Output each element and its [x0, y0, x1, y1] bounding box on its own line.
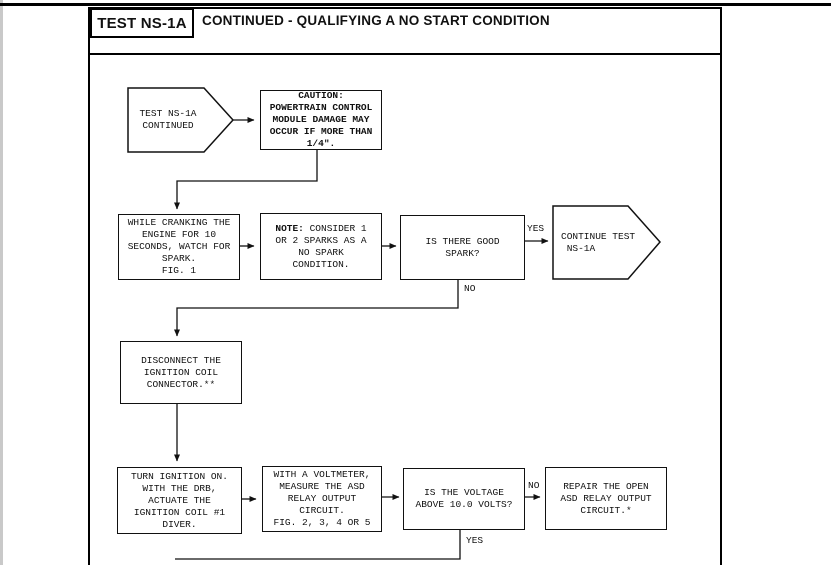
note-prefix: NOTE:: [275, 222, 304, 234]
spark-question-box: IS THERE GOOD SPARK?: [400, 215, 525, 280]
voltage-question-box: IS THE VOLTAGE ABOVE 10.0 VOLTS?: [403, 468, 525, 530]
caution-box: CAUTION: POWERTRAIN CONTROL MODULE DAMAG…: [260, 90, 382, 150]
note-rest: CONSIDER 1 OR 2 SPARKS AS A NO SPARK CON…: [275, 222, 367, 270]
turn-ignition-box: TURN IGNITION ON. WITH THE DRB, ACTUATE …: [117, 467, 242, 534]
header-separator: [88, 53, 722, 55]
diagram-frame: [88, 7, 722, 565]
note-box: NOTE: CONSIDER 1 OR 2 SPARKS AS A NO SPA…: [260, 213, 382, 280]
continue-pentagon: CONTINUE TEST NS-1A: [561, 230, 636, 254]
voltage-yes-label: YES: [465, 535, 485, 546]
spark-yes-label: YES: [526, 223, 546, 234]
page-title: CONTINUED - QUALIFYING A NO START CONDIT…: [202, 13, 550, 28]
voltmeter-box: WITH A VOLTMETER, MEASURE THE ASD RELAY …: [262, 466, 382, 532]
crank-engine-box: WHILE CRANKING THE ENGINE FOR 10 SECONDS…: [118, 214, 240, 280]
page-edge-shade: [0, 0, 3, 565]
note-box-text: NOTE: CONSIDER 1 OR 2 SPARKS AS A NO SPA…: [275, 223, 366, 271]
voltage-no-label: NO: [527, 480, 541, 491]
test-id-label: TEST NS-1A: [90, 8, 194, 38]
start-pentagon: TEST NS-1A CONTINUED: [139, 108, 197, 131]
spark-no-label: NO: [463, 283, 477, 294]
top-rule: [0, 3, 831, 6]
repair-relay-box: REPAIR THE OPEN ASD RELAY OUTPUT CIRCUIT…: [545, 467, 667, 530]
disconnect-coil-box: DISCONNECT THE IGNITION COIL CONNECTOR.*…: [120, 341, 242, 404]
